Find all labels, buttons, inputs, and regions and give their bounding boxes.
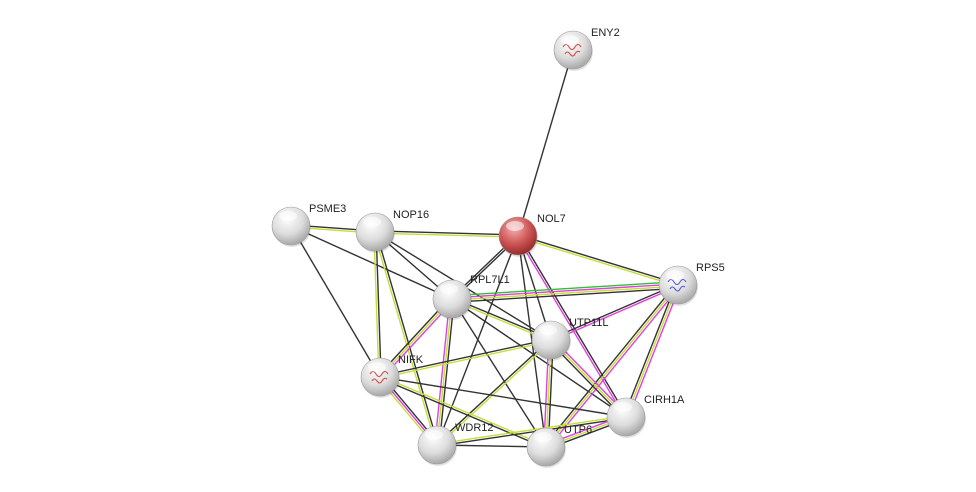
- node-label: UTP6: [564, 424, 592, 436]
- edge-RPL7L1-WDR12[interactable]: [434, 298, 455, 446]
- edge-line-textmining: [517, 236, 678, 287]
- edge-line-textmining: [436, 298, 453, 446]
- edge-line-coexpression: [290, 225, 381, 378]
- edge-NOP16-NOL7[interactable]: [374, 230, 519, 238]
- edge-line-experiments: [551, 285, 679, 342]
- node-highlight: [425, 430, 443, 440]
- edge-line-coexpression: [517, 49, 574, 237]
- edge-line-textmining: [452, 285, 679, 301]
- edge-line-coexpression: [451, 298, 627, 418]
- node-label: WDR12: [455, 422, 494, 434]
- node-label: CIRH1A: [644, 394, 685, 406]
- edge-line-coexpression: [518, 234, 679, 285]
- edge-line-database: [451, 281, 678, 297]
- edge-NOL7-CIRH1A[interactable]: [516, 235, 628, 418]
- node-highlight: [279, 211, 297, 221]
- edge-line-textmining: [545, 284, 679, 448]
- edge-NIFK-UTP6[interactable]: [379, 375, 547, 449]
- node-label: NIFK: [398, 354, 424, 366]
- edge-line-textmining: [374, 232, 518, 238]
- node-highlight: [614, 402, 632, 412]
- protein-structure-icon: [562, 43, 582, 57]
- edge-line-coexpression: [452, 287, 679, 303]
- node-UTP6[interactable]: UTP6: [526, 424, 592, 468]
- node-label: RPL7L1: [470, 274, 510, 286]
- node-highlight: [666, 270, 684, 280]
- node-highlight: [363, 217, 381, 227]
- edges-layer: [290, 49, 681, 450]
- node-NIFK[interactable]: NIFK: [360, 354, 424, 398]
- edge-line-coexpression: [623, 283, 677, 417]
- edge-NOP16-NIFK[interactable]: [373, 231, 382, 378]
- edge-line-coexpression: [550, 283, 678, 340]
- node-label: ENY2: [591, 27, 620, 39]
- node-label: UTP11L: [569, 317, 609, 329]
- edge-line-coexpression: [437, 417, 627, 447]
- node-highlight: [440, 284, 458, 294]
- edge-RPL7L1-RPS5[interactable]: [451, 281, 679, 303]
- node-PSME3[interactable]: PSME3: [271, 203, 346, 247]
- edge-PSME3-RPL7L1[interactable]: [290, 225, 453, 300]
- protein-structure-icon: [369, 370, 389, 384]
- edge-line-coexpression: [543, 283, 677, 447]
- edge-RPL7L1-CIRH1A[interactable]: [451, 298, 627, 418]
- edge-UTP11L-NIFK[interactable]: [379, 338, 552, 379]
- edge-line-textmining: [437, 340, 553, 447]
- edge-line-coexpression: [438, 299, 455, 446]
- edge-PSME3-NIFK[interactable]: [290, 225, 381, 378]
- edge-RPS5-CIRH1A[interactable]: [623, 283, 681, 419]
- node-highlight: [506, 221, 524, 231]
- node-NOL7[interactable]: NOL7: [498, 213, 566, 257]
- edge-line-experiments: [434, 298, 451, 445]
- edge-line-coexpression: [290, 225, 453, 300]
- edge-UTP11L-WDR12[interactable]: [435, 338, 553, 447]
- edge-line-textmining: [373, 232, 437, 446]
- node-highlight: [539, 325, 557, 335]
- edge-line-experiments: [516, 236, 626, 418]
- edge-line-textmining: [373, 232, 380, 378]
- edge-line-coexpression: [379, 376, 627, 418]
- edge-line-coexpression: [451, 298, 547, 448]
- node-label: NOL7: [537, 213, 566, 225]
- edge-line-coexpression: [379, 377, 546, 449]
- edge-line-textmining: [436, 415, 626, 445]
- edge-line-experiments: [547, 285, 681, 449]
- edge-ENY2-NOL7[interactable]: [517, 49, 574, 237]
- node-highlight: [561, 35, 579, 45]
- node-highlight: [534, 432, 552, 442]
- edge-line-coexpression: [375, 231, 439, 445]
- edge-NOL7-RPS5[interactable]: [517, 234, 679, 287]
- node-NOP16[interactable]: NOP16: [355, 209, 429, 253]
- edge-line-coexpression: [375, 231, 382, 377]
- edge-RPS5-UTP11L[interactable]: [550, 283, 679, 342]
- edge-line-coexpression: [375, 230, 519, 236]
- edge-NOL7-WDR12[interactable]: [436, 235, 519, 446]
- edge-line-experiments: [627, 285, 681, 419]
- edge-NIFK-CIRH1A[interactable]: [379, 376, 627, 418]
- node-RPL7L1[interactable]: RPL7L1: [432, 274, 510, 320]
- node-highlight: [368, 362, 386, 372]
- node-label: PSME3: [309, 203, 346, 215]
- edge-line-textmining: [380, 340, 552, 379]
- protein-structure-icon: [667, 278, 687, 292]
- edge-line-coexpression: [436, 235, 519, 446]
- edge-line-coexpression: [379, 338, 551, 377]
- node-ENY2[interactable]: ENY2: [553, 27, 620, 71]
- node-label: NOP16: [393, 209, 429, 221]
- edge-line-coexpression: [518, 235, 628, 417]
- edge-line-experiments: [451, 283, 678, 299]
- edge-line-textmining: [625, 284, 679, 418]
- node-label: RPS5: [696, 262, 725, 274]
- edge-line-coexpression: [435, 338, 551, 445]
- node-UTP11L[interactable]: UTP11L: [531, 317, 609, 361]
- node-CIRH1A[interactable]: CIRH1A: [606, 394, 685, 438]
- edge-NOP16-WDR12[interactable]: [373, 231, 439, 446]
- node-WDR12[interactable]: WDR12: [417, 422, 494, 466]
- node-RPS5[interactable]: RPS5: [658, 262, 725, 306]
- edge-RPL7L1-UTP6[interactable]: [451, 298, 547, 448]
- edge-WDR12-CIRH1A[interactable]: [436, 415, 627, 447]
- edge-RPS5-UTP6[interactable]: [543, 283, 681, 449]
